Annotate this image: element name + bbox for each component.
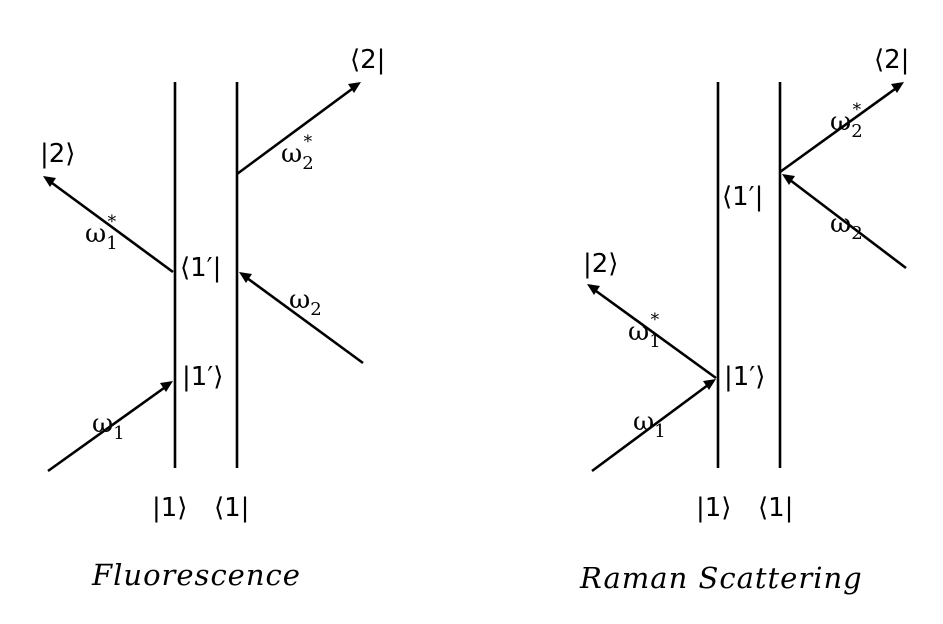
- fluorescence-caption: Fluorescence: [91, 558, 301, 592]
- raman-omega1-label: ω1: [633, 407, 666, 442]
- fluorescence-omega2star-arrowhead: [348, 82, 361, 93]
- raman-omega1-arrowhead: [703, 379, 716, 390]
- raman-omega1star-line: [595, 289, 717, 380]
- fluorescence-omega1star-line: [51, 181, 174, 274]
- fluorescence-omega2-arrowhead: [239, 272, 252, 283]
- fluorescence-omega1star-label: ω1*: [85, 212, 118, 254]
- fluorescence-mid-bra-label: ⟨1′|: [180, 253, 221, 283]
- fluorescence-omega2star-line: [236, 87, 353, 176]
- fluorescence-omega1-arrowhead: [160, 381, 173, 392]
- fluorescence-omega2-label: ω2: [289, 285, 322, 320]
- raman-omega2-label: ω2: [830, 209, 863, 244]
- raman-omega2star-arrowhead: [891, 82, 904, 93]
- fluorescence-omega1-line: [47, 386, 165, 473]
- raman-mid-bra-label: ⟨1′|: [722, 182, 763, 212]
- fluorescence-omega1star-arrowhead: [43, 176, 56, 187]
- raman-top-ket-label: |2⟩: [583, 249, 618, 279]
- fluorescence-top-bra-label: ⟨2|: [350, 45, 385, 75]
- raman-omega1star-arrowhead: [587, 284, 600, 295]
- raman-omega2-line: [789, 178, 907, 270]
- fluorescence-top-ket-label: |2⟩: [40, 139, 75, 169]
- raman-diagram: ⟨2| |2⟩ ⟨1′| |1′⟩ |1⟩ ⟨1| ω1 ω1* ω2 ω2* …: [579, 45, 909, 595]
- raman-bottom-ket-label: |1⟩: [696, 493, 731, 523]
- fluorescence-diagram: ⟨2| |2⟩ ⟨1′| |1′⟩ |1⟩ ⟨1| ω1 ω1* ω2 ω2* …: [40, 45, 385, 592]
- raman-mid-ket-label: |1′⟩: [724, 362, 765, 392]
- raman-omega1star-label: ω1*: [628, 310, 661, 352]
- fluorescence-omega2star-label: ω2*: [281, 132, 314, 174]
- fluorescence-mid-ket-label: |1′⟩: [182, 362, 223, 392]
- raman-omega2-arrowhead: [782, 174, 795, 185]
- raman-bottom-bra-label: ⟨1|: [758, 493, 793, 523]
- raman-omega2star-line: [779, 87, 896, 174]
- fluorescence-omega2-line: [246, 276, 364, 365]
- fluorescence-bottom-bra-label: ⟨1|: [214, 493, 249, 523]
- raman-omega2star-label: ω2*: [830, 100, 863, 142]
- raman-omega1-line: [591, 383, 709, 473]
- fluorescence-omega1-label: ω1: [92, 409, 125, 444]
- raman-caption: Raman Scattering: [579, 561, 863, 595]
- raman-top-bra-label: ⟨2|: [874, 45, 909, 75]
- fluorescence-bottom-ket-label: |1⟩: [152, 493, 187, 523]
